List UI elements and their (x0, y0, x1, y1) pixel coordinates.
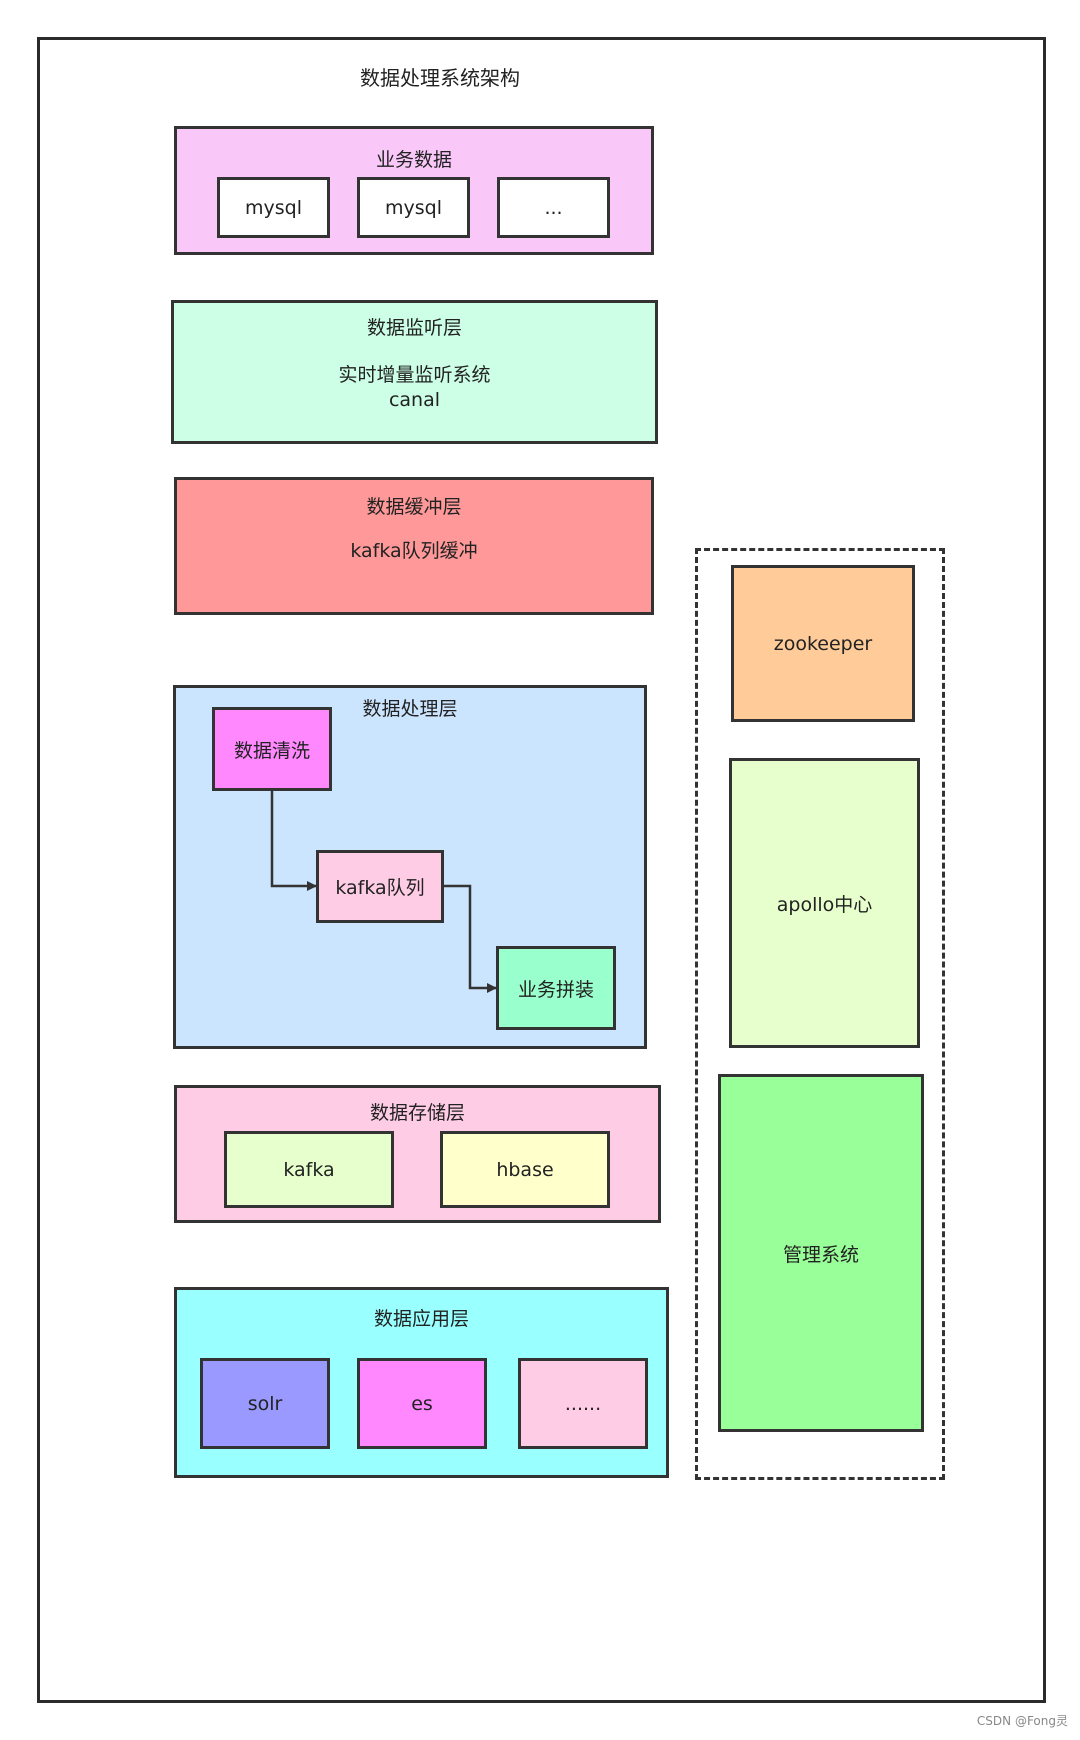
diagram-title: 数据处理系统架构 (360, 66, 520, 90)
mysql-box-1: mysql (217, 177, 330, 238)
listen-layer: 数据监听层 实时增量监听系统 canal (171, 300, 658, 444)
es-box: es (357, 1358, 487, 1449)
kafka-queue-box: kafka队列 (316, 850, 444, 923)
buffer-layer-title: 数据缓冲层 (366, 496, 462, 518)
business-data-title: 业务数据 (375, 149, 452, 171)
clean-to-kafka-arrow (270, 791, 317, 891)
data-clean-box: 数据清洗 (212, 707, 332, 791)
footer-watermark: CSDN @Fong灵 (976, 1714, 1068, 1728)
app-more-box: ...... (518, 1358, 648, 1449)
buffer-layer: 数据缓冲层 kafka队列缓冲 (174, 477, 654, 615)
listen-system-label: 实时增量监听系统 (338, 364, 491, 386)
kafka-buffer-label: kafka队列缓冲 (350, 540, 478, 562)
mysql-box-2: mysql (357, 177, 470, 238)
canal-label: canal (388, 389, 441, 411)
kafka-to-assemble-arrow (444, 884, 497, 993)
listen-layer-title: 数据监听层 (366, 317, 462, 339)
kafka-store-box: kafka (224, 1131, 394, 1208)
hbase-store-box: hbase (440, 1131, 610, 1208)
zookeeper-box: zookeeper (731, 565, 915, 722)
apollo-box: apollo中心 (729, 758, 920, 1048)
business-assemble-box: 业务拼装 (496, 946, 616, 1030)
app-layer-title: 数据应用层 (373, 1308, 469, 1330)
storage-layer-title: 数据存储层 (369, 1102, 465, 1124)
process-layer-title: 数据处理层 (362, 698, 458, 720)
support-services-panel (695, 548, 945, 1480)
solr-box: solr (200, 1358, 330, 1449)
admin-system-box: 管理系统 (718, 1074, 924, 1432)
business-more-box: ... (497, 177, 610, 238)
diagram-frame (37, 37, 1046, 1703)
